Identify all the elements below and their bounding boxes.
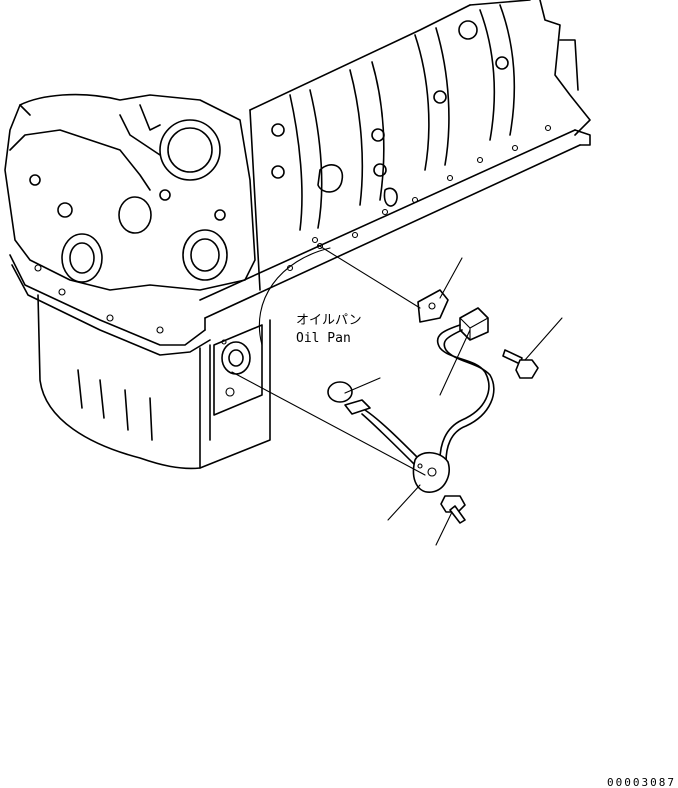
leader-lines xyxy=(231,244,563,546)
oil-pan xyxy=(9,254,271,470)
engine-block xyxy=(4,0,591,319)
sensor-assembly xyxy=(327,289,539,524)
oil-pan-label-jp: オイルパン xyxy=(296,313,362,328)
oil-pan-label-en: Oil Pan xyxy=(296,331,351,346)
oil-pan-label: オイルパン Oil Pan xyxy=(296,313,362,346)
drawing-number: 00003087 xyxy=(607,776,676,788)
